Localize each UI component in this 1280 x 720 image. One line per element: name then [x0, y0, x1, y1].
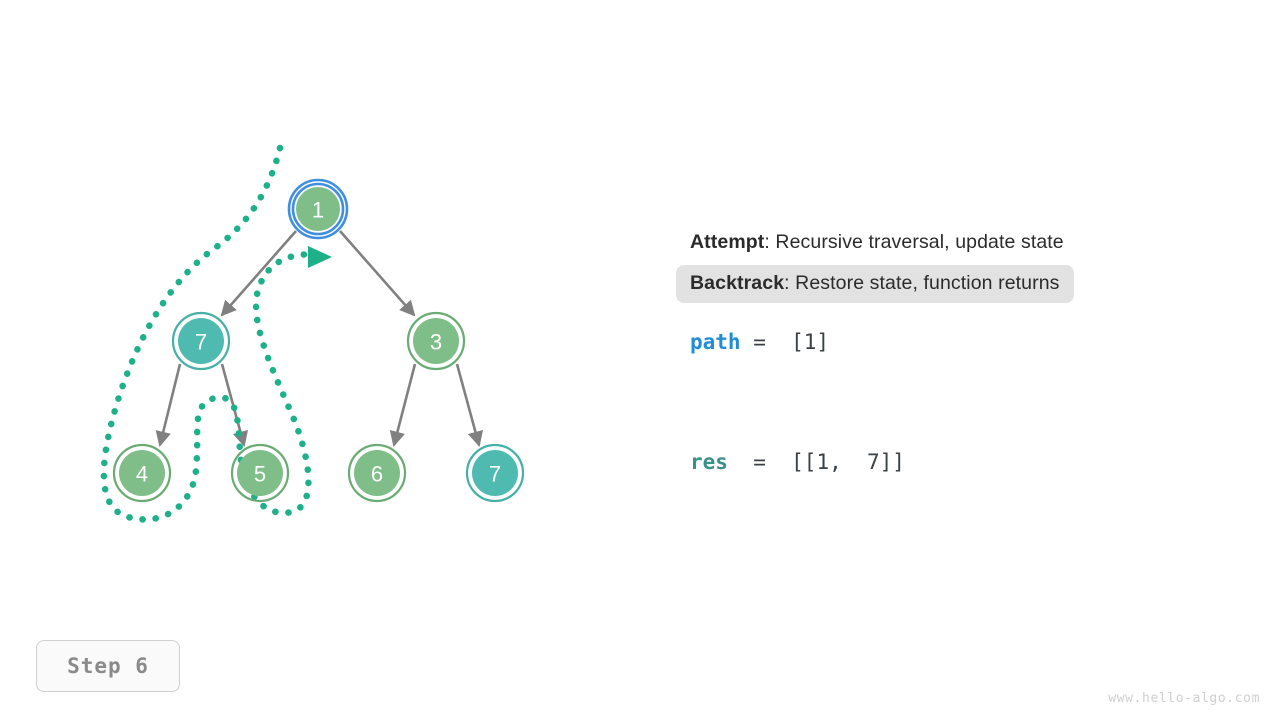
- watermark: www.hello-algo.com: [1108, 691, 1260, 706]
- node-5-label: 5: [254, 462, 266, 487]
- node-7r-outer-ring: [465, 443, 525, 503]
- path-variable-value: = [1]: [740, 330, 830, 354]
- binary-tree-diagram: 1 7 3 4: [100, 144, 525, 523]
- backtrack-row-wrapper: Backtrack: Restore state, function retur…: [676, 265, 1074, 303]
- tree-node-1[interactable]: 1: [287, 178, 349, 240]
- node-5-outer-ring: [230, 443, 290, 503]
- backtrack-rest: : Restore state, function returns: [784, 272, 1060, 294]
- node-3-label: 3: [430, 330, 442, 355]
- edge-7-to-4: [155, 363, 182, 448]
- edge-3-to-6: [389, 363, 417, 448]
- backtrack-trail: [100, 144, 326, 523]
- res-variable-value: = [[1, 7]]: [727, 450, 905, 474]
- res-state-line: res = [[1, 7]]: [690, 452, 905, 473]
- node-7l-label: 7: [195, 330, 207, 355]
- node-1-circle: [296, 187, 340, 231]
- tree-node-7-right[interactable]: 7: [465, 443, 525, 503]
- tree-node-7-left[interactable]: 7: [171, 311, 231, 371]
- node-4-outer-ring: [112, 443, 172, 503]
- node-7r-label: 7: [489, 462, 501, 487]
- attempt-lead: Attempt: [690, 231, 765, 253]
- attempt-rest: : Recursive traversal, update state: [764, 231, 1064, 253]
- node-7l-outer-ring: [171, 311, 231, 371]
- tree-nodes: 1 7 3 4: [112, 178, 525, 503]
- step-badge: Step 6: [36, 640, 180, 692]
- path-variable-name: path: [690, 330, 741, 354]
- tree-node-5[interactable]: 5: [230, 443, 290, 503]
- node-5-circle: [237, 450, 283, 496]
- edge-3-to-7r: [455, 363, 483, 448]
- backtrack-row: Backtrack: Restore state, function retur…: [676, 265, 1074, 303]
- node-1-highlight-ring: [287, 178, 349, 240]
- tree-node-3[interactable]: 3: [406, 311, 466, 371]
- path-state-line: path = [1]: [690, 332, 829, 353]
- node-4-circle: [119, 450, 165, 496]
- attempt-row-wrapper: Attempt: Recursive traversal, update sta…: [690, 224, 1078, 262]
- node-6-circle: [354, 450, 400, 496]
- node-6-outer-ring: [347, 443, 407, 503]
- node-1-inner-ring: [291, 182, 345, 236]
- node-3-outer-ring: [406, 311, 466, 371]
- trail-arrowhead: [308, 246, 332, 268]
- node-1-label: 1: [312, 198, 324, 223]
- node-7l-circle: [178, 318, 224, 364]
- edge-1-to-7: [220, 230, 297, 317]
- tree-edges: [155, 230, 483, 448]
- node-3-circle: [413, 318, 459, 364]
- node-4-label: 4: [136, 462, 148, 487]
- trail-path: [100, 144, 326, 523]
- tree-node-4[interactable]: 4: [112, 443, 172, 503]
- step-badge-label: Step 6: [67, 654, 149, 678]
- node-6-label: 6: [371, 462, 383, 487]
- tree-node-6[interactable]: 6: [347, 443, 407, 503]
- backtrack-lead: Backtrack: [690, 272, 785, 294]
- edge-1-to-3: [339, 230, 416, 317]
- node-7r-circle: [472, 450, 518, 496]
- res-variable-name: res: [690, 450, 728, 474]
- attempt-row: Attempt: Recursive traversal, update sta…: [676, 224, 1078, 262]
